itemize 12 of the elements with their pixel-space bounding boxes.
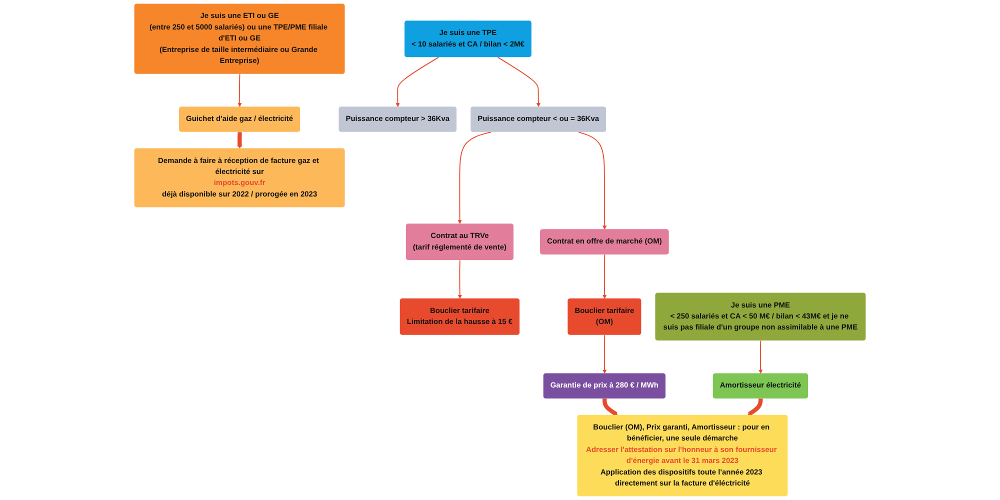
- arrow: [578, 132, 607, 230]
- arrow: [458, 132, 492, 224]
- arrow: [238, 74, 242, 108]
- arrow: [602, 334, 607, 374]
- arrow: [747, 398, 763, 416]
- arrow: [238, 131, 242, 149]
- arrow: [497, 56, 540, 108]
- arrow: [758, 340, 763, 374]
- arrow: [602, 254, 607, 299]
- arrow: [396, 56, 440, 108]
- arrow: [458, 260, 462, 299]
- arrow: [602, 398, 618, 416]
